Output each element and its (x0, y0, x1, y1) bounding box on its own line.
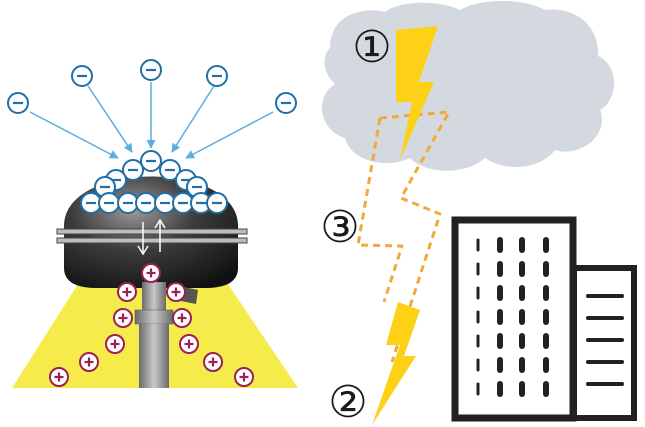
pole-shaft (139, 324, 169, 388)
step-3-label: ③ (320, 202, 359, 253)
step-2-label: ② (328, 377, 367, 427)
negative-charge (159, 159, 181, 181)
positive-charge (117, 282, 137, 302)
negative-charge (206, 65, 228, 87)
negative-charge (122, 159, 144, 181)
pole-neck (142, 282, 166, 312)
negative-charge (206, 192, 228, 214)
positive-charge (79, 352, 99, 372)
positive-charge (172, 308, 192, 328)
dissipator-device (7, 59, 298, 388)
negative-charge (172, 192, 194, 214)
building-icon (451, 216, 637, 422)
ring-lower (56, 237, 248, 244)
positive-charge (203, 352, 223, 372)
ground-bolt-icon (372, 302, 420, 425)
positive-charge (166, 282, 186, 302)
stepped-leader (356, 110, 451, 363)
ring-upper (56, 228, 248, 235)
negative-charge (140, 150, 162, 172)
positive-charge (179, 334, 199, 354)
positive-charge (141, 263, 161, 283)
positive-charge (105, 334, 125, 354)
negative-charge (154, 192, 176, 214)
cloud-icon (322, 1, 614, 171)
field-lines (29, 82, 274, 159)
step-1-label: ① (352, 22, 391, 73)
pole-collar (134, 309, 174, 325)
negative-charges (7, 59, 297, 214)
negative-charge (275, 92, 297, 114)
positive-charge (49, 367, 69, 387)
lightning-bolt-icon (396, 26, 438, 160)
negative-charge (7, 92, 29, 114)
negative-charge (98, 192, 120, 214)
negative-charge (135, 192, 157, 214)
positive-charges (49, 263, 254, 387)
negative-charge (94, 176, 116, 198)
negative-charge (140, 59, 162, 81)
positive-charge (113, 308, 133, 328)
negative-charge (71, 65, 93, 87)
exchange-arrows (137, 218, 166, 256)
positive-charge (234, 367, 254, 387)
